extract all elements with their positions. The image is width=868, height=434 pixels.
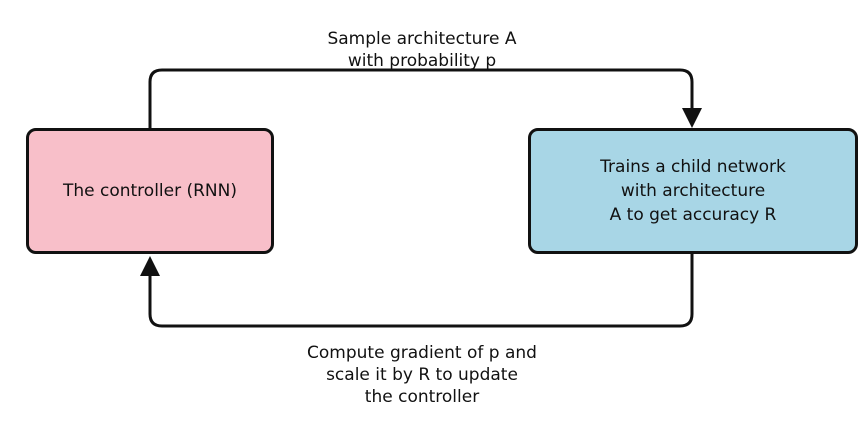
sample-label-line-1: Sample architecture A <box>327 29 517 49</box>
update-arrowhead <box>140 256 160 276</box>
sample-arrowhead <box>682 108 702 128</box>
controller-label: The controller (RNN) <box>62 181 238 201</box>
update-label-line-3: the controller <box>364 387 480 407</box>
update-label-line-1: Compute gradient of p and <box>307 343 537 363</box>
update-label-line-2: scale it by R to update <box>326 365 518 385</box>
child-network-line-1: Trains a child network <box>600 157 786 177</box>
sample-edge-label: Sample architecture A with probability p <box>272 28 572 72</box>
child-network-node: Trains a child network with architecture… <box>528 128 858 254</box>
sample-label-line-2: with probability p <box>347 51 497 71</box>
update-edge-label: Compute gradient of p and scale it by R … <box>272 342 572 408</box>
controller-node: The controller (RNN) <box>26 128 274 254</box>
update-arrow-line <box>148 254 694 328</box>
child-network-line-2: with architecture <box>620 181 766 201</box>
sample-arrow-line <box>148 68 694 128</box>
child-network-line-3: A to get accuracy R <box>609 205 777 225</box>
